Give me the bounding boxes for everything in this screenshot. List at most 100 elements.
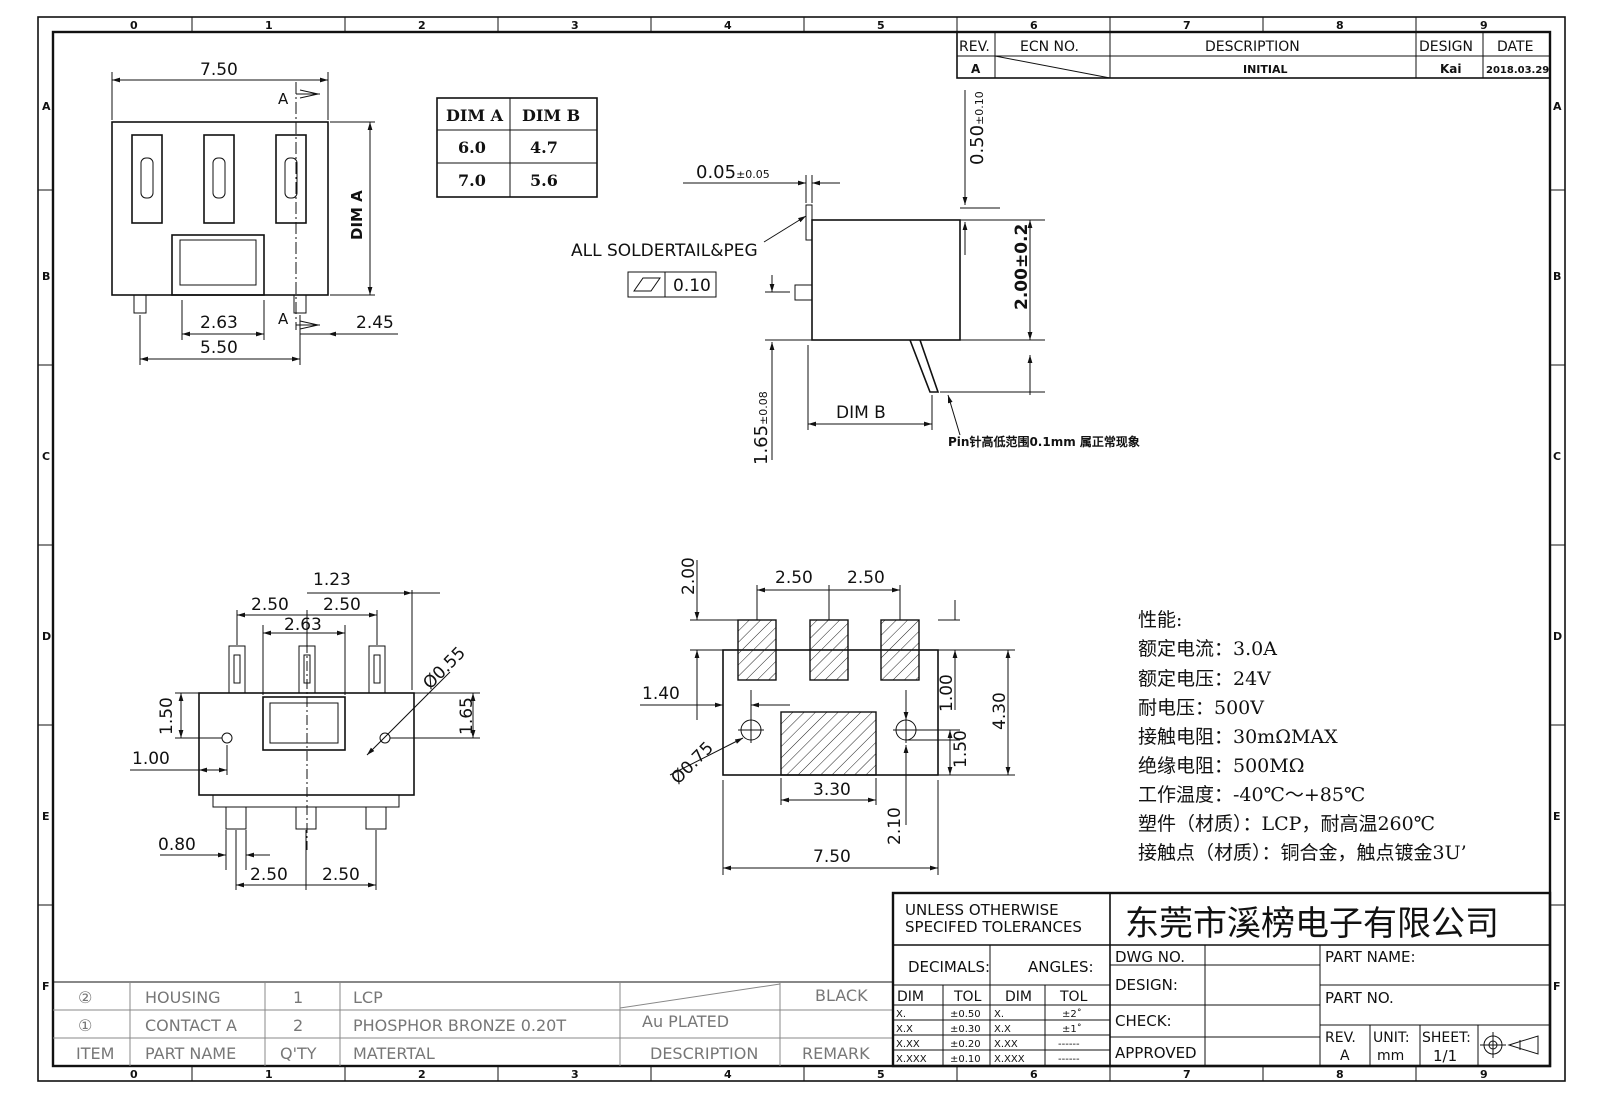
pcb-1-00-dim: 1.00 [937,674,957,712]
bom-header-part: PART NAME [145,1044,236,1063]
grid-row-f-right: F [1553,980,1561,993]
grid-labels: 0 1 2 3 4 5 6 7 8 9 0 1 2 3 4 5 6 7 8 9 … [42,19,1562,1081]
bom-r2-part: CONTACT A [145,1016,237,1035]
pcb-pitch-a: 2.50 [775,568,813,588]
top-section-a-lower: A [278,310,289,328]
grid-top-3: 3 [571,19,579,32]
ecn-header: ECN NO. [1020,39,1079,55]
design-value: Kai [1440,62,1462,76]
title-block: UNLESS OTHERWISE SPECIFED TOLERANCES 东莞市… [891,891,1552,1068]
bottom-1-50-dim: 1.50 [157,697,177,735]
grid-row-e-left: E [42,810,50,823]
ang-row-2-dim: X.X [994,1024,1011,1035]
pcb-pitch-b: 2.50 [847,568,885,588]
ang-row-2-tol: ±1˚ [1062,1023,1082,1035]
grid-top-1: 1 [265,19,273,32]
rev-header: REV. [959,39,990,55]
ang-row-1-dim: X. [994,1009,1004,1020]
ang-dim-header: DIM [1005,989,1032,1005]
side-pin-note: Pin针高低范围0.1mm 属正常现象 [948,434,1140,449]
grid-row-b-left: B [42,270,50,283]
grid-top-6: 6 [1030,19,1038,32]
grid-ticks [38,17,1565,1081]
ang-row-3-tol: ------ [1058,1039,1080,1050]
grid-row-b-right: B [1553,270,1561,283]
side-note: ALL SOLDERTAIL&PEG [571,241,758,261]
grid-row-c-right: C [1553,450,1561,463]
specs-block: 性能: 额定电流：3.0A 额定电压：24V 耐电压：500V 接触电阻：30m… [1138,609,1467,864]
pcb-2-10-dim: 2.10 [885,807,905,845]
revision-block: REV. ECN NO. DESCRIPTION DESIGN DATE A I… [956,31,1551,79]
date-header: DATE [1497,39,1533,55]
side-dim-b: DIM B [836,403,886,423]
pcb-hole-dim: Ø0.75 [667,738,717,788]
bom-header-qty: Q'TY [280,1044,317,1063]
grid-bot-3: 3 [571,1068,579,1081]
description-value: INITIAL [1243,63,1288,76]
side-clearance-dim: 0.05±0.05 [696,162,770,183]
pcb-layout: 2.00 2.50 2.50 1.40 Ø0.75 1.00 4.30 1.50… [640,557,1015,875]
grid-top-7: 7 [1183,19,1191,32]
bom-header-description: DESCRIPTION [650,1044,758,1063]
grid-bot-5: 5 [877,1068,885,1081]
dwg-no-label: DWG NO. [1115,948,1185,966]
dim-table-header-a: DIM A [446,106,504,125]
dec-row-3-tol: ±0.20 [950,1039,981,1050]
spec-line-5: 绝缘电阻：500MΩ [1138,755,1304,777]
side-pin-length-dim: 1.65±0.08 [751,391,772,465]
ang-tol-header: TOL [1059,989,1088,1005]
grid-top-0: 0 [130,19,138,32]
bottom-pitch-b: 2.50 [323,595,361,615]
pad-3 [880,619,920,681]
bottom-1-23-dim: 1.23 [313,570,351,590]
specs-title: 性能: [1138,609,1182,631]
grid-row-c-left: C [42,450,50,463]
dim-table-r2-b: 5.6 [530,171,558,190]
grid-bot-8: 8 [1336,1068,1344,1081]
grid-bot-1: 1 [265,1068,273,1081]
bottom-pitch-c: 2.50 [250,865,288,885]
dec-row-2-tol: ±0.30 [950,1024,981,1035]
outer-border [37,16,1566,1082]
grid-row-d-right: D [1553,630,1562,643]
bottom-view: 1.23 2.50 2.50 2.63 Ø0.55 1.50 1.65 1.00… [130,570,480,890]
top-offset-dim: 2.45 [356,313,394,333]
dim-table-r1-a: 6.0 [458,138,486,157]
pad-1 [737,619,777,681]
spec-line-2: 额定电压：24V [1138,668,1271,690]
bottom-1-00-dim: 1.00 [132,749,170,769]
spec-line-8: 接触点（材质）：铜合金，触点镀金3U’ [1138,842,1467,864]
spec-line-6: 工作温度：-40℃～+85℃ [1138,784,1365,806]
grid-bot-7: 7 [1183,1068,1191,1081]
tolerance-note-2: SPECIFED TOLERANCES [905,918,1082,936]
decimals-label: DECIMALS: [908,958,990,976]
check-label: CHECK: [1115,1012,1172,1030]
side-view: 0.05±0.05 ALL SOLDERTAIL&PEG 0.10 0.50±0… [571,90,1140,465]
rev-label: REV. [1325,1030,1356,1046]
side-height-dim: 2.00±0.2 [1012,224,1032,310]
bottom-pitch-a: 2.50 [251,595,289,615]
grid-bot-4: 4 [724,1068,732,1081]
spec-line-3: 耐电压：500V [1138,697,1264,719]
dec-dim-header: DIM [897,989,924,1005]
bom-r1-remark: BLACK [815,986,868,1005]
ang-row-4-tol: ------ [1058,1054,1080,1065]
grid-bot-0: 0 [130,1068,138,1081]
sheet-label: SHEET: [1422,1030,1471,1046]
dim-table-r1-b: 4.7 [530,138,558,157]
dim-table-header-b: DIM B [522,106,580,125]
bottom-2-63-dim: 2.63 [284,615,322,635]
grid-top-9: 9 [1480,19,1488,32]
dec-row-1-tol: ±0.50 [950,1009,981,1020]
bom-r1-part: HOUSING [145,988,221,1007]
grid-row-a-left: A [42,100,51,113]
grid-top-2: 2 [418,19,426,32]
spec-line-7: 塑件（材质）：LCP，耐高温260℃ [1138,813,1435,835]
grid-row-f-left: F [42,980,50,993]
pcb-3-30-dim: 3.30 [813,780,851,800]
design-label: DESIGN: [1115,976,1178,994]
bom-table: ② HOUSING 1 LCP BLACK ① CONTACT A 2 PHOS… [52,981,894,1067]
company-name: 东莞市溪榜电子有限公司 [1125,904,1499,944]
description-header: DESCRIPTION [1205,39,1300,55]
bom-r2-material: PHOSPHOR BRONZE 0.20T [353,1016,566,1035]
